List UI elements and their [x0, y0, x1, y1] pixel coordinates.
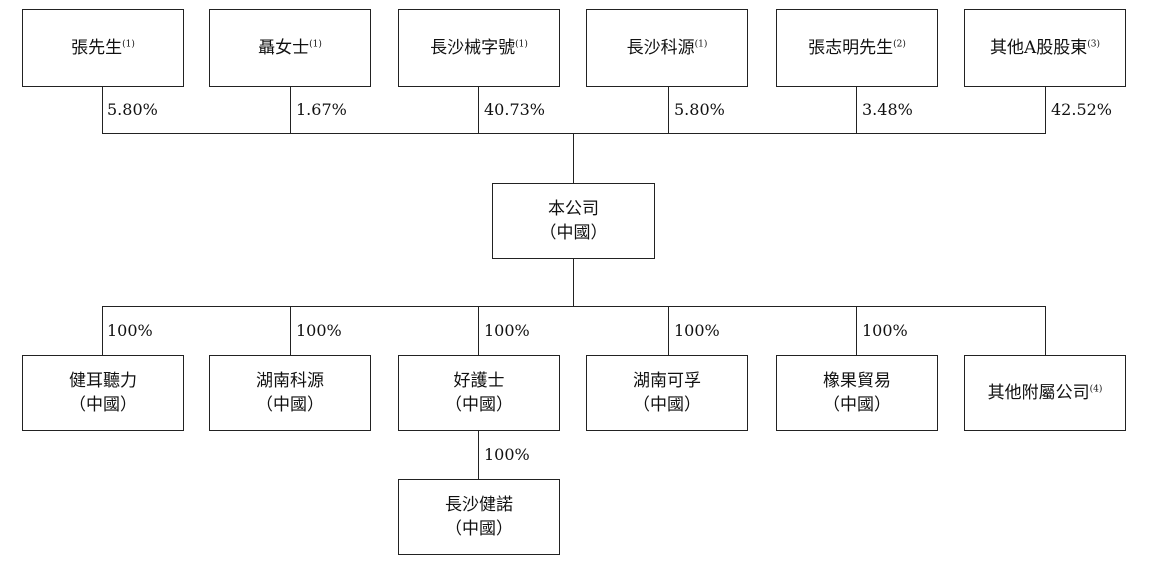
shareholding-percentage: 40.73%	[484, 100, 546, 119]
subsidiary-box-other-subsidiaries: 其他附屬公司(4)	[964, 355, 1126, 431]
shareholder-name: 張志明先生	[808, 38, 894, 58]
company-box: 本公司 （中國）	[492, 183, 655, 259]
connector-line	[102, 87, 103, 133]
shareholding-percentage: 5.80%	[107, 100, 158, 119]
connector-line	[290, 87, 291, 133]
subsidiary-location: （中國）	[445, 519, 513, 539]
footnote-marker: (1)	[309, 39, 322, 50]
subsidiary-name: 其他附屬公司	[987, 383, 1090, 403]
shareholder-box-zhang-zhiming: 張志明先生(2)	[776, 9, 938, 87]
connector-line	[102, 306, 1046, 307]
subsidiary-location: （中國）	[69, 395, 137, 415]
shareholder-name: 長沙科源	[626, 38, 695, 58]
subsidiary-percentage: 100%	[484, 321, 530, 340]
footnote-marker: (3)	[1087, 39, 1101, 50]
shareholder-name: 其他A股股東	[989, 38, 1088, 58]
shareholding-percentage: 5.80%	[674, 100, 725, 119]
subsidiary-box-hunan-keyuan: 湖南科源 （中國）	[209, 355, 371, 431]
connector-line	[478, 306, 479, 355]
subsidiary-percentage: 100%	[107, 321, 153, 340]
connector-line	[668, 87, 669, 133]
subsidiary-name: 長沙健諾	[445, 495, 513, 515]
footnote-marker: (4)	[1089, 384, 1103, 395]
subsidiary-name: 好護士	[453, 371, 505, 391]
connector-line	[102, 306, 103, 355]
connector-line	[668, 306, 669, 355]
connector-line	[573, 259, 574, 306]
subsidiary-location: （中國）	[633, 395, 701, 415]
connector-line	[478, 87, 479, 133]
connector-line	[290, 306, 291, 355]
company-name: 本公司	[548, 199, 599, 219]
connector-line	[1045, 306, 1046, 355]
footnote-marker: (1)	[694, 39, 708, 50]
subsidiary-percentage: 100%	[674, 321, 720, 340]
connector-line	[1045, 87, 1046, 133]
subsidiary-percentage: 100%	[296, 321, 342, 340]
shareholder-box-other-a-share: 其他A股股東(3)	[964, 9, 1126, 87]
subsidiary-box-jianer-tingli: 健耳聽力 （中國）	[22, 355, 184, 431]
shareholding-percentage: 42.52%	[1051, 100, 1113, 119]
shareholder-box-nie: 聶女士(1)	[209, 9, 371, 87]
shareholding-percentage: 3.48%	[862, 100, 913, 119]
connector-line	[102, 133, 1046, 134]
footnote-marker: (1)	[122, 39, 135, 50]
subsidiary-location: （中國）	[823, 395, 891, 415]
subsidiary-box-xiangguo-trading: 橡果貿易 （中國）	[776, 355, 938, 431]
shareholder-box-zhang: 張先生(1)	[22, 9, 184, 87]
subsidiary-box-hunan-kefu: 湖南可孚 （中國）	[586, 355, 748, 431]
connector-line	[856, 306, 857, 355]
subsidiary-name: 健耳聽力	[69, 371, 137, 391]
shareholder-box-changsha-xiezihao: 長沙械字號(1)	[398, 9, 560, 87]
subsidiary-location: （中國）	[445, 395, 513, 415]
connector-line	[478, 431, 479, 479]
footnote-marker: (1)	[515, 39, 528, 50]
subsidiary-name: 湖南科源	[256, 371, 324, 391]
subsidiary-location: （中國）	[256, 395, 324, 415]
shareholder-name: 聶女士	[258, 38, 310, 58]
subsidiary-box-changsha-jiannuo: 長沙健諾 （中國）	[398, 479, 560, 555]
connector-line	[573, 133, 574, 183]
shareholder-box-changsha-keyuan: 長沙科源(1)	[586, 9, 748, 87]
company-location: （中國）	[539, 223, 608, 243]
shareholder-name: 長沙械字號	[430, 38, 516, 58]
subsidiary-name: 湖南可孚	[633, 371, 701, 391]
connector-line	[856, 87, 857, 133]
subsidiary-name: 橡果貿易	[823, 371, 891, 391]
subsidiary-percentage: 100%	[484, 445, 530, 464]
shareholder-name: 張先生	[71, 38, 123, 58]
subsidiary-box-haohushi: 好護士 （中國）	[398, 355, 560, 431]
subsidiary-percentage: 100%	[862, 321, 908, 340]
shareholding-percentage: 1.67%	[296, 100, 347, 119]
footnote-marker: (2)	[893, 39, 906, 50]
